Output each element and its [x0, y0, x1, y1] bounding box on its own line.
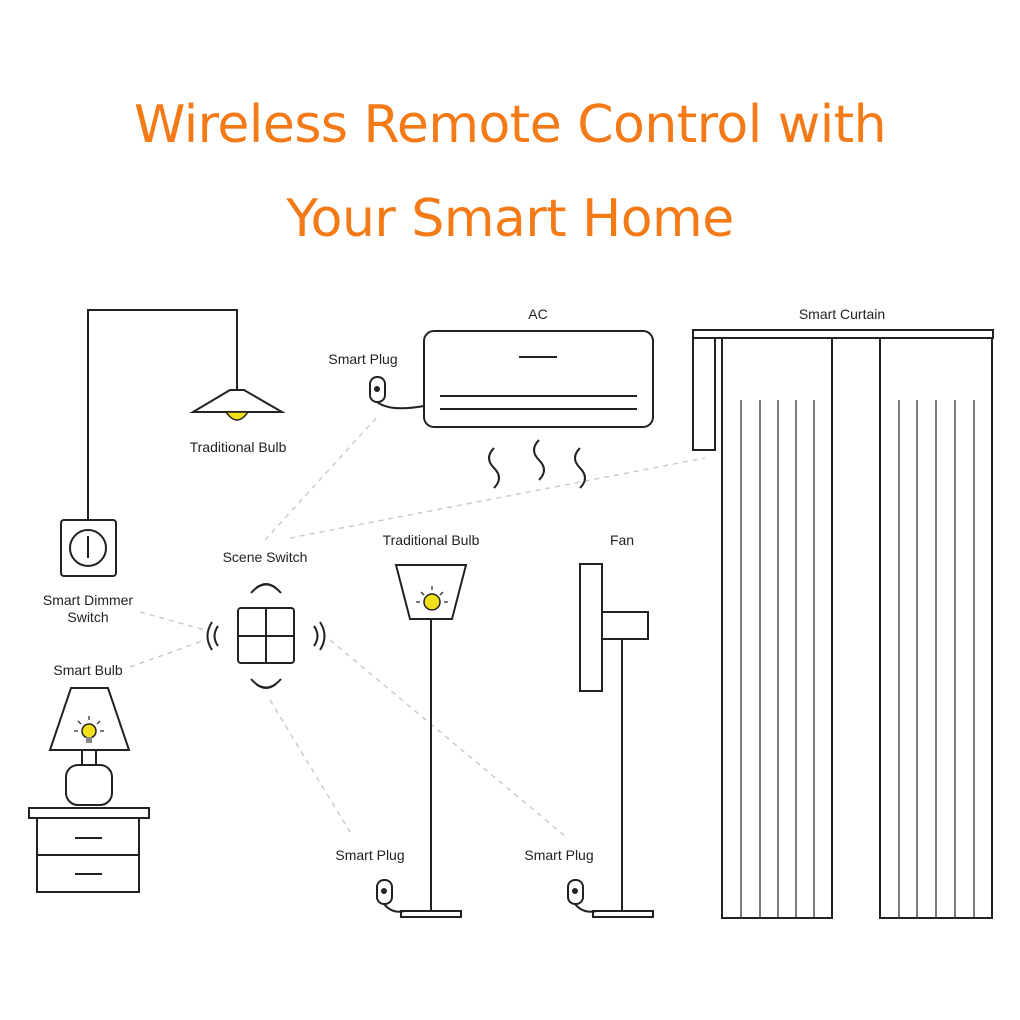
link-to-fan-plug [329, 639, 566, 837]
fan-base [592, 910, 654, 918]
label-smart-curtain: Smart Curtain [799, 306, 885, 322]
label-smart-plug-fan: Smart Plug [524, 847, 593, 863]
label-smart-plug-lamp: Smart Plug [335, 847, 404, 863]
fan-motor [601, 611, 649, 640]
fan: Fan Smart Plug [524, 532, 654, 918]
floor-lamp-base [400, 910, 462, 918]
smart-curtain: Smart Curtain [692, 306, 994, 919]
ceiling-lamp: Traditional Bulb [87, 309, 287, 520]
bulb-glow-icon [416, 586, 448, 603]
label-scene-switch: Scene Switch [223, 549, 308, 565]
dimmer-knob-icon [69, 529, 107, 567]
connection-lines [129, 415, 706, 837]
curtain-panel-left [721, 337, 833, 919]
link-to-lamp-plug [269, 699, 351, 833]
label-traditional-bulb-floor: Traditional Bulb [383, 532, 480, 548]
label-smart-dimmer-switch-1: Smart Dimmer [43, 592, 134, 608]
plug-cord [376, 401, 425, 410]
ac-unit: AC Smart Plug [328, 306, 654, 489]
curtain-rail [692, 329, 994, 339]
label-traditional-bulb-ceiling: Traditional Bulb [190, 439, 287, 455]
link-to-ac-plug [264, 415, 379, 541]
plug-cord [383, 903, 406, 913]
smart-dimmer-switch: Smart Dimmer Switch [43, 519, 134, 625]
link-to-curtain [289, 457, 706, 539]
wireless-signal-icon [206, 583, 326, 689]
airflow-icon [488, 439, 586, 489]
link-to-dimmer [139, 611, 206, 631]
bulb-icon [224, 411, 250, 421]
label-fan: Fan [610, 532, 634, 548]
smart-bulb-lamp: Smart Bulb [28, 662, 150, 893]
title-line-1: Wireless Remote Control with [133, 95, 887, 155]
scene-switch: Scene Switch [206, 549, 326, 689]
fan-head [579, 563, 603, 692]
bulb-glow-icon [74, 716, 104, 732]
floor-lamp-shade-icon [394, 564, 468, 620]
ac-body [423, 330, 654, 428]
label-smart-bulb: Smart Bulb [53, 662, 122, 678]
label-smart-plug-ac: Smart Plug [328, 351, 397, 367]
ceiling-wire [87, 309, 238, 520]
page-title: Wireless Remote Control with Your Smart … [0, 78, 1020, 266]
lamp-shade-icon [189, 389, 286, 413]
curtain-folds [740, 400, 975, 918]
floor-lamp: Traditional Bulb Smart Plug [335, 532, 480, 918]
smart-bulb-icon [81, 723, 97, 739]
bulb-icon [423, 593, 441, 611]
label-smart-dimmer-switch-2: Switch [67, 609, 108, 625]
plug-cord [574, 903, 598, 913]
lamp-base [65, 764, 113, 806]
curtain-motor [692, 337, 716, 451]
nightstand-top [28, 807, 150, 819]
link-to-smart-bulb [129, 639, 206, 668]
title-line-2: Your Smart Home [286, 189, 734, 249]
label-ac: AC [528, 306, 547, 322]
